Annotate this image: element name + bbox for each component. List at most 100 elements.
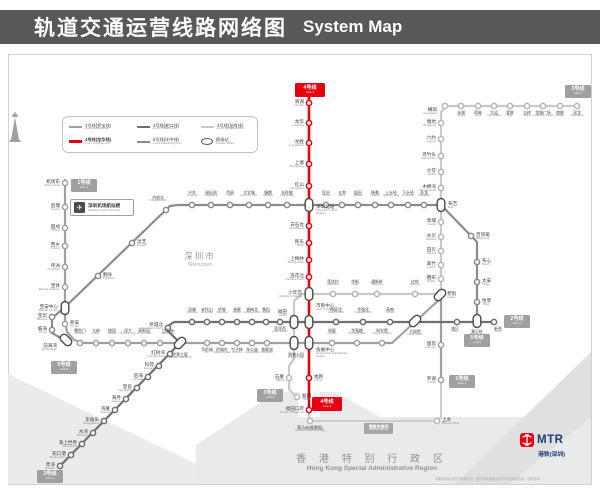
station-dengliang [133,384,141,392]
station-xili [226,201,234,209]
station-henggang [441,102,449,110]
station-wuhe [338,201,346,209]
station-longcheng-square [539,102,547,110]
station-shangtang [305,160,313,168]
line1-color-swatch [69,126,82,129]
station-yijing [473,298,481,306]
station-shuiwan [89,429,97,437]
transfer-laojie [433,288,447,302]
station-minle [305,239,313,247]
station-science-museum [378,339,386,347]
station-fanshen [94,272,102,280]
station-hongshuwan [166,350,174,358]
lighthouse-icon [9,112,21,142]
station-lok-ma-chau-hong-kong [306,417,314,425]
legend-item-line1: 1号线(罗宝线)Line 1 (Luobao Line) [69,123,137,131]
station-yangmei [371,201,379,209]
station-huaqiang-north [359,318,367,326]
station-lianhua-west [276,318,284,326]
station-chegongmiao [248,339,256,347]
station-xinxiu [490,318,498,326]
station-xin-an [61,320,69,328]
disclaimer-text: 本图网络标识仅作布局示意，图中所标线路走向与车站间距位置，仅供参考。 [434,477,544,481]
station-gushu [61,224,69,232]
station-bao-an-stadium [61,283,69,291]
station-liuxiandong [207,201,215,209]
stations-layer [48,99,581,470]
station-lingzhi [128,239,136,247]
station-yonghu [457,102,465,110]
station-airport-east [61,179,69,187]
station-shangshuijing [387,201,395,209]
station-tangkeng [437,119,445,127]
page-title-en: System Map [303,17,403,36]
station-changlingpi [283,201,291,209]
station-xiangmei-north [248,318,256,326]
station-cuizhu [437,261,445,269]
station-nanlian [556,102,564,110]
station-liuyue [437,135,445,143]
mtr-wordmark: MTR [537,434,564,446]
station-universiade [490,102,498,110]
station-shaibu [437,275,445,283]
station-dafen [437,168,445,176]
station-changlong [420,201,428,209]
station-minzhi [322,201,330,209]
station-xiangmihu [263,339,271,347]
rail-line [436,381,442,422]
station-daxin [92,339,100,347]
transfer-shenzhen-north-station [304,197,314,213]
sea-area [8,374,238,484]
station-hourui [61,203,69,211]
transfer-children-s-palace [304,286,314,302]
station-keyuan [155,362,163,370]
station-antuoshan [203,318,211,326]
station-lianhua-north [305,273,313,281]
station-futian-checkpoint [305,406,313,414]
line5-color-swatch [137,140,150,143]
station-ailian [506,102,514,110]
station-university-town [245,201,253,209]
legend-item-line2: 2号线(蛇口线)Line 2 (Shekou Line) [137,123,201,131]
transfer-qianhaiwan [59,333,73,347]
station-baohua [48,313,56,321]
station-chiwan [56,462,64,470]
station-gangxia-north [332,318,340,326]
station-shixia [285,374,293,382]
station-longsheng [305,139,313,147]
legend: 1号线(罗宝线)Line 1 (Luobao Line)2号线(蛇口线)Line… [62,116,258,153]
station-fumin [305,374,313,382]
transfer-window-of-the-world [173,336,187,350]
station-xingdong [188,201,196,209]
station-baigelong [467,232,475,240]
line3-color-swatch [201,126,214,129]
transfer-shopping-park [289,335,299,351]
station-jixiang [523,102,531,110]
station-mumianwan [437,184,445,192]
station-huaxin [351,290,359,298]
station-sheung-shui [433,417,441,425]
station-longhua [305,119,313,127]
station-liyumen [76,339,84,347]
mtr-branding: MTR 港铁(深圳) [520,433,590,458]
station-luohu [437,376,445,384]
airplane-icon: ✈ [74,202,85,213]
page-title: 轨道交通运营线路网络图 [34,17,287,40]
station-qinghu [305,99,313,107]
station-tianbei [437,247,445,255]
transfer-bao-an-center [60,300,70,316]
station-buxin [473,258,481,266]
station-hubei [453,318,461,326]
station-xixiang [61,242,69,250]
map-frame [8,54,592,485]
station-lianhuacun [329,290,337,298]
station-hongshan [305,182,313,190]
station-danzhutou [437,152,445,160]
station-honglang-north [162,206,170,214]
transfer-buji [436,197,446,213]
station-tai-an [473,278,481,286]
station-houhai [144,373,152,381]
station-zhuzilin [233,339,241,347]
station-shekou-port [67,451,75,459]
